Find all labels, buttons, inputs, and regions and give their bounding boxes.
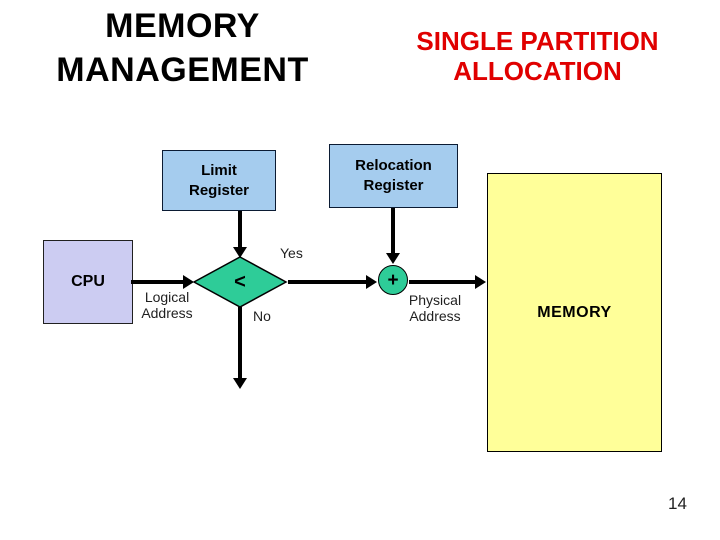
arrow-shaft: [409, 280, 475, 284]
arrowhead-right-icon: [366, 275, 377, 289]
physical-address-label: Physical Address: [408, 292, 462, 324]
comparator-diamond: <: [192, 255, 288, 309]
relocation-register-box: Relocation Register: [329, 144, 458, 208]
limit-register-box: Limit Register: [162, 150, 276, 211]
arrow-shaft: [238, 307, 242, 379]
arrow-shaft: [238, 211, 242, 248]
arrow-shaft: [288, 280, 366, 284]
slide-title: MEMORY MANAGEMENT: [56, 7, 309, 89]
memory-box: MEMORY: [487, 173, 662, 452]
arrow-shaft: [131, 280, 184, 284]
arrowhead-down-icon: [233, 378, 247, 389]
arrow-shaft: [391, 208, 395, 254]
logical-address-label: Logical Address: [141, 289, 193, 321]
slide-subtitle: SINGLE PARTITION ALLOCATION: [416, 26, 659, 86]
no-label: No: [253, 308, 271, 324]
cpu-box: CPU: [43, 240, 133, 324]
page-number: 14: [668, 494, 687, 513]
comparator-symbol: <: [234, 270, 246, 293]
yes-label: Yes: [280, 245, 303, 261]
arrowhead-down-icon: [386, 253, 400, 264]
arrowhead-down-icon: [233, 247, 247, 258]
arrowhead-right-icon: [183, 275, 194, 289]
adder-circle: +: [378, 265, 408, 295]
arrowhead-right-icon: [475, 275, 486, 289]
